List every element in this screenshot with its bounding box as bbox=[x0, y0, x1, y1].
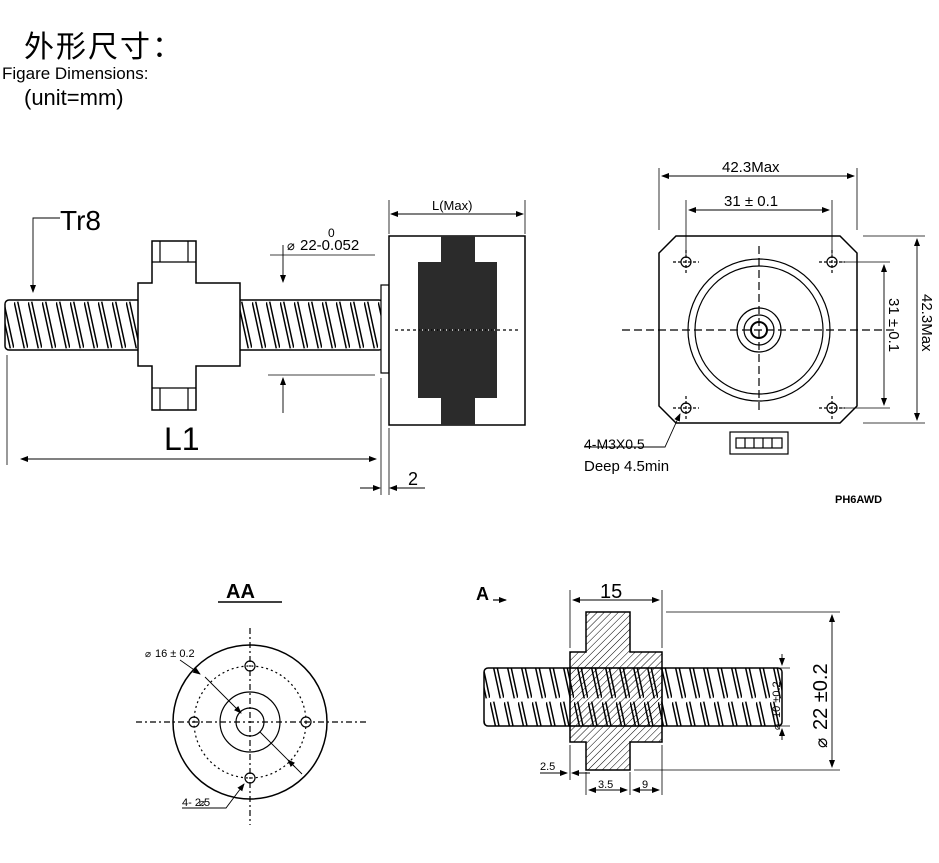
holes-label: 4- 2.5 bbox=[182, 797, 210, 809]
nut-length-label: 15 bbox=[600, 581, 622, 603]
inner-dia-label: 10 ±0.2 bbox=[771, 681, 783, 718]
diameter-symbol: ⌀ bbox=[287, 238, 295, 253]
section-aa bbox=[136, 601, 366, 825]
unit-label: (unit=mm) bbox=[24, 85, 124, 110]
depth-label: Deep 4.5min bbox=[584, 458, 669, 475]
outer-dia-label: 22 ±0.2 bbox=[810, 663, 832, 730]
shaft-dia-tolerance: 0 bbox=[328, 226, 335, 240]
motor-length-label: L(Max) bbox=[432, 198, 472, 213]
dim-a-label: 3.5 bbox=[598, 779, 613, 791]
title-chinese: 外形尺寸： bbox=[24, 30, 184, 65]
side-view bbox=[4, 200, 526, 495]
pcd-label: 16 ± 0.2 bbox=[155, 648, 195, 660]
section-title: AA bbox=[226, 581, 255, 603]
nut-section-view bbox=[483, 590, 840, 795]
flange-label: 2.5 bbox=[540, 761, 555, 773]
length-label: L1 bbox=[164, 421, 200, 457]
model-label: PH6AWD bbox=[835, 494, 882, 506]
screw-label: 4-M3X0.5 bbox=[584, 436, 645, 452]
screw-nut bbox=[137, 240, 241, 411]
thread-label: Tr8 bbox=[60, 205, 101, 236]
front-view bbox=[584, 168, 925, 455]
diameter-symbol: ⌀ bbox=[772, 724, 783, 730]
dim-b-label: 9 bbox=[642, 779, 648, 791]
view-arrow-label: A bbox=[476, 584, 489, 604]
diameter-symbol: ⌀ bbox=[145, 649, 151, 660]
width-label: 42.3Max bbox=[722, 159, 780, 176]
diameter-symbol: ⌀ bbox=[199, 798, 205, 809]
shaft-dia-label: 22-0.052 bbox=[300, 237, 359, 254]
hole-spacing-label: 31 ± 0.1 bbox=[724, 193, 778, 210]
hole-spacing-v-label: 31 ± 0.1 bbox=[885, 298, 902, 352]
title-english: Figare Dimensions: bbox=[2, 64, 149, 83]
height-label: 42.3Max bbox=[918, 294, 935, 352]
boss-length-label: 2 bbox=[408, 469, 418, 489]
diameter-symbol: ⌀ bbox=[812, 738, 831, 748]
